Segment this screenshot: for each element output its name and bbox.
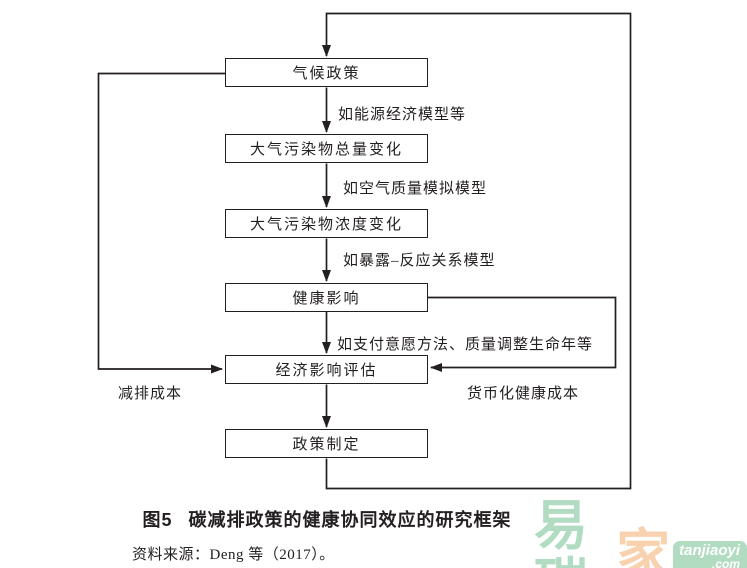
node-climate-policy: 气候政策: [225, 58, 428, 87]
label-abatement-cost: 减排成本: [118, 386, 183, 402]
node-pollutant-concentration-change: 大气污染物浓度变化: [225, 209, 428, 238]
label-wtp-qaly: 如支付意愿方法、质量调整生命年等: [337, 337, 594, 353]
node-health-impact: 健康影响: [225, 283, 428, 312]
figure-caption: 图5 碳减排政策的健康协同效应的研究框架: [0, 506, 654, 532]
label-air-quality-model: 如空气质量模拟模型: [343, 181, 488, 197]
edge-monetized-health-cost-loop: [428, 296, 617, 372]
label-energy-economic-model: 如能源经济模型等: [338, 107, 467, 123]
node-policy-making: 政策制定: [225, 429, 428, 458]
source-note: 资料来源：Deng 等（2017）。: [132, 547, 335, 563]
figure-number: 图5: [142, 510, 173, 530]
edge-policy-to-climate-loop: [322, 12, 632, 490]
node-pollutant-total-change: 大气污染物总量变化: [225, 134, 428, 163]
label-exposure-response-model: 如暴露–反应关系模型: [343, 253, 496, 269]
label-monetized-health-cost: 货币化健康成本: [467, 386, 580, 402]
edge-abatement-cost-loop: [97, 72, 225, 374]
node-economic-impact-assessment: 经济影响评估: [225, 355, 428, 384]
figure-title: 碳减排政策的健康协同效应的研究框架: [188, 510, 512, 530]
